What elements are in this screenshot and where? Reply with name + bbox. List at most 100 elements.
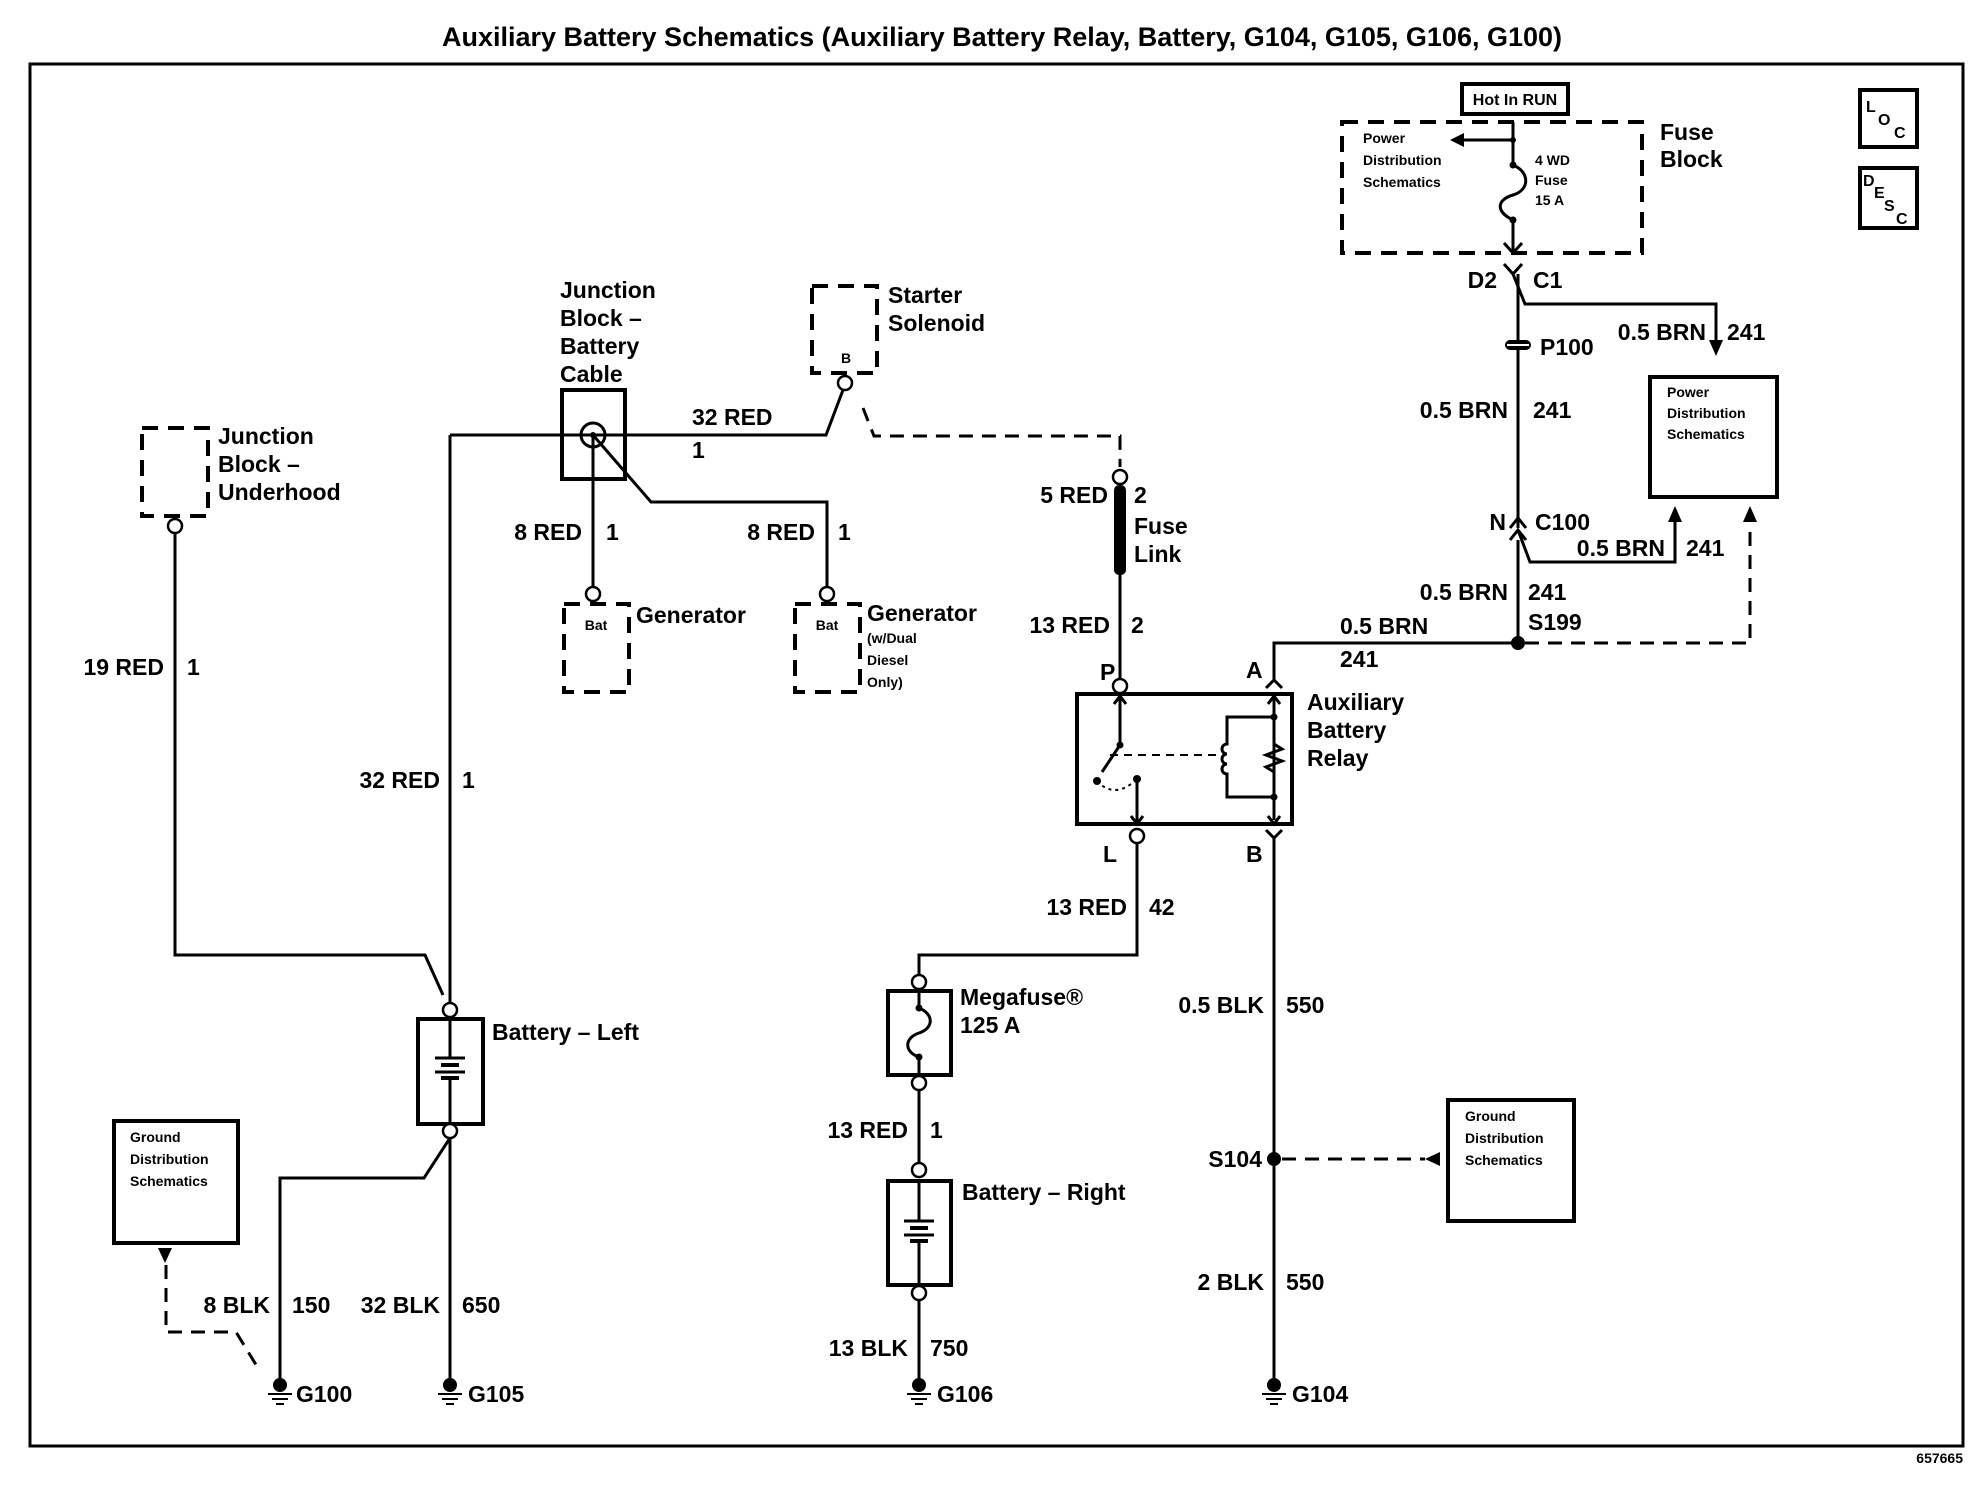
svg-text:8 BLK: 8 BLK [204, 1292, 271, 1318]
svg-text:C: C [1896, 211, 1908, 228]
ground-g100: G100 [268, 1378, 352, 1407]
battery-icon [904, 1219, 934, 1243]
wire-19red[interactable] [173, 533, 445, 996]
svg-text:Schematics: Schematics [1363, 174, 1441, 190]
svg-text:Generator: Generator [636, 602, 746, 628]
svg-text:4 WD: 4 WD [1535, 152, 1570, 168]
svg-text:Fuse: Fuse [1660, 119, 1714, 145]
svg-text:Cable: Cable [560, 361, 623, 387]
connector-c100-icon [1508, 515, 1528, 529]
svg-text:32 BLK: 32 BLK [361, 1292, 441, 1318]
ground-distribution-reference-right[interactable]: Ground Distribution Schematics [1446, 1098, 1576, 1223]
svg-text:1: 1 [187, 654, 200, 680]
svg-text:Distribution: Distribution [1667, 405, 1746, 421]
figure-number: 657665 [1916, 1450, 1963, 1466]
svg-text:Ground: Ground [130, 1129, 181, 1145]
svg-text:Megafuse®: Megafuse® [960, 984, 1083, 1010]
description-nav-icon[interactable]: D E S C [1858, 166, 1919, 230]
svg-text:8 RED: 8 RED [514, 519, 582, 545]
svg-text:Block –: Block – [560, 305, 642, 331]
svg-text:G100: G100 [296, 1381, 352, 1407]
diagram-title: Auxiliary Battery Schematics (Auxiliary … [442, 22, 1562, 52]
svg-text:Only): Only) [867, 674, 903, 690]
battery-icon [435, 1056, 465, 1080]
dashed-ref-s199 [1525, 530, 1752, 645]
wire-13red-42[interactable] [917, 843, 1139, 977]
svg-text:Battery: Battery [560, 333, 639, 359]
svg-text:1: 1 [692, 437, 705, 463]
relay-resistor-icon [1261, 742, 1287, 774]
battery-left[interactable]: Battery – Left [416, 1001, 639, 1140]
relay-switch-contact [1100, 744, 1122, 773]
auxiliary-battery-relay[interactable]: Auxiliary Battery Relay P A L B [1075, 657, 1404, 867]
dashed-starter-ref [861, 407, 1122, 467]
fuse-block[interactable]: Hot In RUN Fuse Block Power Distribution… [1340, 82, 1723, 293]
svg-text:Distribution: Distribution [1363, 152, 1442, 168]
relay-pin-p: P [1100, 659, 1115, 685]
svg-text:0.5 BLK: 0.5 BLK [1178, 992, 1264, 1018]
starter-solenoid[interactable]: B Starter Solenoid [810, 282, 985, 392]
svg-text:13 BLK: 13 BLK [829, 1335, 909, 1361]
svg-text:32 RED: 32 RED [359, 767, 440, 793]
relay-pin-a: A [1246, 657, 1263, 683]
svg-text:Bat: Bat [816, 617, 839, 633]
junction-block-battery-cable[interactable]: Junction Block – Battery Cable [560, 277, 656, 481]
brn-wire-to-relay[interactable] [1272, 641, 1518, 680]
relay-pin-l: L [1103, 841, 1117, 867]
svg-text:550: 550 [1286, 992, 1324, 1018]
hot-in-run-label: Hot In RUN [1473, 92, 1557, 109]
svg-text:Battery – Left: Battery – Left [492, 1019, 639, 1045]
svg-text:C: C [1894, 125, 1906, 142]
svg-text:Junction: Junction [218, 423, 314, 449]
splice-p100 [1505, 340, 1531, 350]
svg-text:Fuse: Fuse [1134, 513, 1188, 539]
svg-text:Battery – Right: Battery – Right [962, 1179, 1126, 1205]
svg-text:Power: Power [1363, 130, 1406, 146]
svg-text:5 RED: 5 RED [1040, 482, 1108, 508]
fuse-link [1114, 485, 1126, 575]
wire-32red-horizontal[interactable] [450, 389, 845, 437]
svg-text:(w/Dual: (w/Dual [867, 630, 917, 646]
power-distribution-reference[interactable]: Power Distribution Schematics [1648, 375, 1779, 499]
svg-text:32 RED: 32 RED [692, 404, 773, 430]
svg-text:125 A: 125 A [960, 1012, 1021, 1038]
svg-text:Power: Power [1667, 384, 1710, 400]
svg-text:1: 1 [930, 1117, 943, 1143]
connector-male-icon [1502, 262, 1524, 277]
ground-distribution-reference-left[interactable]: Ground Distribution Schematics [112, 1119, 240, 1245]
ground-g105: G105 [438, 1378, 524, 1407]
wire-8red-generator2[interactable] [591, 434, 829, 587]
svg-text:D2: D2 [1468, 267, 1497, 293]
generator-dual-diesel[interactable]: Bat Generator (w/Dual Diesel Only) [793, 585, 977, 694]
svg-text:Distribution: Distribution [1465, 1130, 1544, 1146]
svg-text:B: B [841, 350, 851, 366]
svg-text:241: 241 [1340, 646, 1379, 672]
svg-text:Block –: Block – [218, 451, 300, 477]
svg-text:1: 1 [462, 767, 475, 793]
svg-text:Schematics: Schematics [130, 1173, 208, 1189]
location-nav-icon[interactable]: L O C [1858, 88, 1919, 149]
svg-text:15 A: 15 A [1535, 192, 1564, 208]
svg-text:42: 42 [1149, 894, 1175, 920]
relay-coil-icon [1220, 715, 1274, 799]
svg-text:Schematics: Schematics [1667, 426, 1745, 442]
svg-text:0.5 BRN: 0.5 BRN [1420, 579, 1508, 605]
wire-8blk[interactable] [278, 1137, 452, 1380]
svg-text:241: 241 [1528, 579, 1567, 605]
brn-wire-c100-to-power-dist[interactable] [1516, 520, 1677, 564]
junction-block-underhood[interactable]: Junction Block – Underhood [140, 423, 341, 535]
svg-text:Schematics: Schematics [1465, 1152, 1543, 1168]
svg-text:Diesel: Diesel [867, 652, 908, 668]
ground-g106: G106 [907, 1378, 993, 1407]
svg-text:Ground: Ground [1465, 1108, 1516, 1124]
generator[interactable]: Bat Generator [562, 585, 746, 694]
megafuse[interactable]: Megafuse® 125 A [886, 973, 1083, 1092]
svg-text:0.5 BRN: 0.5 BRN [1420, 397, 1508, 423]
svg-text:S: S [1884, 198, 1895, 215]
svg-text:13 RED: 13 RED [1029, 612, 1110, 638]
svg-text:Generator: Generator [867, 600, 977, 626]
svg-text:150: 150 [292, 1292, 330, 1318]
svg-text:19 RED: 19 RED [83, 654, 164, 680]
battery-right[interactable]: Battery – Right [886, 1161, 1126, 1302]
